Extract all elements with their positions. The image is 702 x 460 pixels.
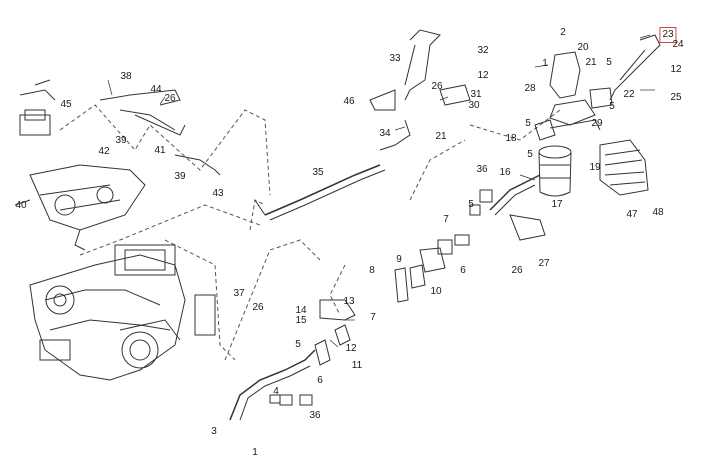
callout-12b[interactable]: 12 xyxy=(345,343,357,354)
callout-5c[interactable]: 5 xyxy=(295,339,301,350)
callout-46[interactable]: 46 xyxy=(343,96,355,107)
callout-28[interactable]: 28 xyxy=(524,83,536,94)
callout-18[interactable]: 18 xyxy=(505,133,517,144)
callout-33[interactable]: 33 xyxy=(389,53,401,64)
callout-5d[interactable]: 5 xyxy=(527,149,533,160)
callout-19[interactable]: 19 xyxy=(589,162,601,173)
callout-26b[interactable]: 26 xyxy=(511,265,523,276)
callout-27[interactable]: 27 xyxy=(538,258,550,269)
callout-5e[interactable]: 5 xyxy=(525,118,531,129)
callout-26c[interactable]: 26 xyxy=(252,302,264,313)
callout-40[interactable]: 40 xyxy=(15,200,27,211)
callout-16[interactable]: 16 xyxy=(499,167,511,178)
callout-13[interactable]: 13 xyxy=(343,296,355,307)
callout-6[interactable]: 6 xyxy=(460,265,466,276)
callout-26d[interactable]: 26 xyxy=(431,81,443,92)
hitch-assembly xyxy=(14,79,146,251)
callout-44[interactable]: 44 xyxy=(150,84,162,95)
callout-7a[interactable]: 7 xyxy=(443,214,449,225)
callout-3[interactable]: 3 xyxy=(211,426,217,437)
callout-39a[interactable]: 39 xyxy=(115,135,127,146)
callout-2[interactable]: 2 xyxy=(560,27,566,38)
callout-1[interactable]: 1 xyxy=(542,58,548,69)
callout-29[interactable]: 29 xyxy=(591,118,603,129)
callout-7b[interactable]: 7 xyxy=(370,312,376,323)
callout-35[interactable]: 35 xyxy=(312,167,324,178)
callout-17[interactable]: 17 xyxy=(551,199,563,210)
callout-45[interactable]: 45 xyxy=(60,99,72,110)
callout-11[interactable]: 11 xyxy=(351,360,363,371)
callout-36b[interactable]: 36 xyxy=(309,410,321,421)
callout-47[interactable]: 47 xyxy=(626,209,638,220)
callout-6b[interactable]: 6 xyxy=(317,375,323,386)
heat-shield xyxy=(599,139,649,196)
callout-31[interactable]: 31 xyxy=(470,89,482,100)
callout-5b[interactable]: 5 xyxy=(468,199,474,210)
callout-38[interactable]: 38 xyxy=(120,71,132,82)
callout-4[interactable]: 4 xyxy=(273,386,279,397)
callout-20[interactable]: 20 xyxy=(577,42,589,53)
callout-25[interactable]: 25 xyxy=(670,92,682,103)
callout-22[interactable]: 22 xyxy=(623,89,635,100)
callout-21b[interactable]: 21 xyxy=(435,131,447,142)
callout-26[interactable]: 26 xyxy=(164,93,176,104)
callout-37[interactable]: 37 xyxy=(233,288,245,299)
callout-5f[interactable]: 5 xyxy=(609,101,615,112)
callout-14[interactable]: 14 xyxy=(295,305,307,316)
callout-41[interactable]: 41 xyxy=(154,145,166,156)
callout-1b[interactable]: 1 xyxy=(252,447,258,458)
callout-48[interactable]: 48 xyxy=(652,207,664,218)
callout-43[interactable]: 43 xyxy=(212,188,224,199)
callout-8[interactable]: 8 xyxy=(369,265,375,276)
callout-42[interactable]: 42 xyxy=(98,146,110,157)
callout-10[interactable]: 10 xyxy=(430,286,442,297)
callout-21[interactable]: 21 xyxy=(585,57,597,68)
filter-assembly xyxy=(538,145,572,197)
callout-32[interactable]: 32 xyxy=(477,45,489,56)
callout-36[interactable]: 36 xyxy=(476,164,488,175)
callout-5[interactable]: 5 xyxy=(606,57,612,68)
callout-30[interactable]: 30 xyxy=(468,100,480,111)
callout-15[interactable]: 15 xyxy=(295,315,307,326)
callout-39b[interactable]: 39 xyxy=(174,171,186,182)
callout-12[interactable]: 12 xyxy=(477,70,489,81)
callout-9[interactable]: 9 xyxy=(396,254,402,265)
transmission-assembly xyxy=(29,244,186,381)
callout-34[interactable]: 34 xyxy=(379,128,391,139)
tube-assembly xyxy=(99,29,661,176)
callout-24[interactable]: 24 xyxy=(672,39,684,50)
callout-23-highlighted[interactable]: 23 xyxy=(659,27,677,43)
callout-12c[interactable]: 12 xyxy=(670,64,682,75)
